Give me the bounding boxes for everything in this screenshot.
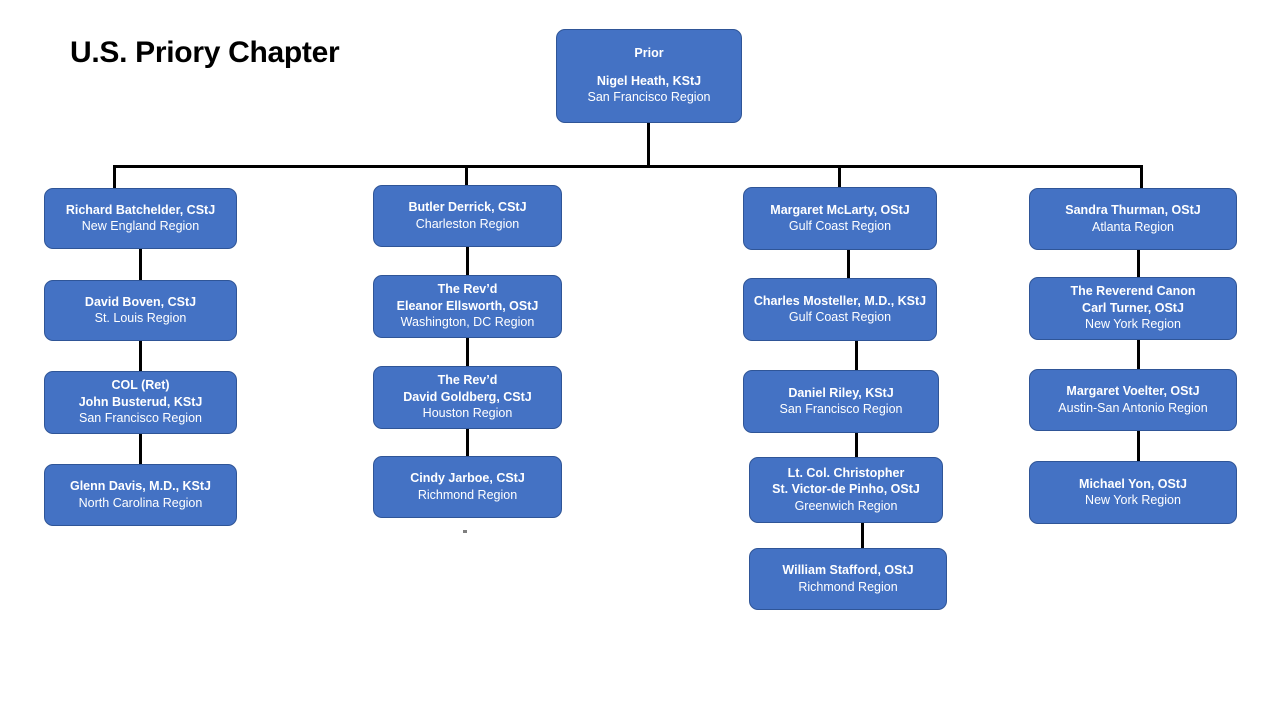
org-node-cindy-jarboe[interactable]: Cindy Jarboe, CStJ Richmond Region [373,456,562,518]
connector-column-2-seg-3 [466,429,469,456]
org-node-daniel-riley[interactable]: Daniel Riley, KStJ San Francisco Region [743,370,939,433]
org-node-region: San Francisco Region [779,402,903,417]
org-node-region: Charleston Region [415,216,520,231]
org-node-region: Gulf Coast Region [788,310,892,325]
org-node-region: Greenwich Region [794,498,898,513]
org-node-carl-turner[interactable]: The Reverend Canon Carl Turner, OStJ New… [1029,277,1237,340]
org-node-name: David Goldberg, CStJ [403,389,532,404]
org-node-region: Washington, DC Region [400,315,535,329]
org-node-role: The Rev’d [437,373,498,388]
connector-column-3-seg-1 [847,250,850,278]
org-node-region: New York Region [1085,493,1181,508]
org-node-name: John Busterud, KStJ [78,394,203,409]
connector-bus-to-column-4 [1140,165,1143,188]
org-node-butler-derrick[interactable]: Butler Derrick, CStJ Charleston Region [373,185,562,247]
org-node-david-boven[interactable]: David Boven, CStJ St. Louis Region [44,280,237,341]
org-node-region: Houston Region [422,406,513,420]
connector-column-3-seg-3 [855,433,858,457]
org-node-name: Michael Yon, OStJ [1079,476,1187,491]
org-node-name: David Boven, CStJ [84,294,197,309]
org-node-region: Austin-San Antonio Region [1058,400,1208,415]
org-node-role: The Reverend Canon [1070,284,1196,299]
org-node-region: St. Louis Region [94,311,187,326]
org-node-sandra-thurman[interactable]: Sandra Thurman, OStJ Atlanta Region [1029,188,1237,250]
page-title: U.S. Priory Chapter [70,36,340,69]
org-node-glenn-davis[interactable]: Glenn Davis, M.D., KStJ North Carolina R… [44,464,237,526]
connector-column-4-seg-2 [1137,340,1140,369]
org-node-john-busterud[interactable]: COL (Ret) John Busterud, KStJ San Franci… [44,371,237,434]
connector-column-1-seg-1 [139,249,142,280]
org-node-william-stafford[interactable]: William Stafford, OStJ Richmond Region [749,548,947,610]
org-node-christopher-st-victor-de-pinho[interactable]: Lt. Col. Christopher St. Victor-de Pinho… [749,457,943,523]
org-node-name: Carl Turner, OStJ [1082,300,1184,315]
org-node-name: William Stafford, OStJ [782,563,914,578]
connector-column-3-seg-4 [861,523,864,548]
org-node-name: Nigel Heath, KStJ [596,73,702,88]
org-node-name: Charles Mosteller, M.D., KStJ [753,293,927,308]
connector-column-3-seg-2 [855,341,858,370]
org-node-role: COL (Ret) [111,378,170,393]
connector-column-1-seg-2 [139,341,142,371]
connector-column-2-seg-2 [466,338,469,366]
org-node-name: Butler Derrick, CStJ [408,200,527,215]
org-node-region: Richmond Region [417,487,518,502]
connector-bus-to-column-1 [113,165,116,188]
org-node-role: The Rev’d [437,282,498,297]
org-node-eleanor-ellsworth[interactable]: The Rev’d Eleanor Ellsworth, OStJ Washin… [373,275,562,338]
org-node-margaret-voelter[interactable]: Margaret Voelter, OStJ Austin-San Antoni… [1029,369,1237,431]
org-node-name: Cindy Jarboe, CStJ [410,471,525,486]
connector-column-1-seg-3 [139,434,142,464]
connector-horizontal-bus [113,165,1143,168]
org-node-region: North Carolina Region [78,495,203,510]
org-node-david-goldberg[interactable]: The Rev’d David Goldberg, CStJ Houston R… [373,366,562,429]
org-node-name: Richard Batchelder, CStJ [65,202,216,217]
org-node-name: Margaret McLarty, OStJ [770,202,910,217]
org-node-region: San Francisco Region [79,411,202,425]
org-node-name: Margaret Voelter, OStJ [1066,384,1200,399]
connector-column-4-seg-1 [1137,250,1140,277]
org-node-role: Lt. Col. Christopher [787,465,905,480]
connector-column-4-seg-3 [1137,431,1140,461]
org-node-role: Prior [634,46,664,61]
org-node-region: San Francisco Region [587,90,711,104]
org-node-region: Gulf Coast Region [788,219,892,234]
org-node-name: Eleanor Ellsworth, OStJ [396,298,539,313]
org-node-name: Glenn Davis, M.D., KStJ [69,479,211,494]
connector-bus-to-column-2 [465,165,468,185]
org-node-michael-yon[interactable]: Michael Yon, OStJ New York Region [1029,461,1237,524]
org-node-name: St. Victor-de Pinho, OStJ [772,482,920,497]
org-node-region: Richmond Region [798,579,898,594]
org-node-name: Daniel Riley, KStJ [788,385,894,400]
connector-stub-artifact [463,530,467,533]
org-node-region: New York Region [1085,317,1181,331]
connector-bus-to-column-3 [838,165,841,187]
org-node-charles-mosteller[interactable]: Charles Mosteller, M.D., KStJ Gulf Coast… [743,278,937,341]
org-node-prior[interactable]: Prior Nigel Heath, KStJ San Francisco Re… [556,29,742,123]
org-node-region: Atlanta Region [1091,219,1174,234]
connector-root-drop [647,123,650,168]
org-node-richard-batchelder[interactable]: Richard Batchelder, CStJ New England Reg… [44,188,237,249]
org-node-region: New England Region [81,219,200,234]
org-node-name: Sandra Thurman, OStJ [1065,203,1201,218]
org-node-margaret-mclarty[interactable]: Margaret McLarty, OStJ Gulf Coast Region [743,187,937,250]
connector-column-2-seg-1 [466,247,469,275]
